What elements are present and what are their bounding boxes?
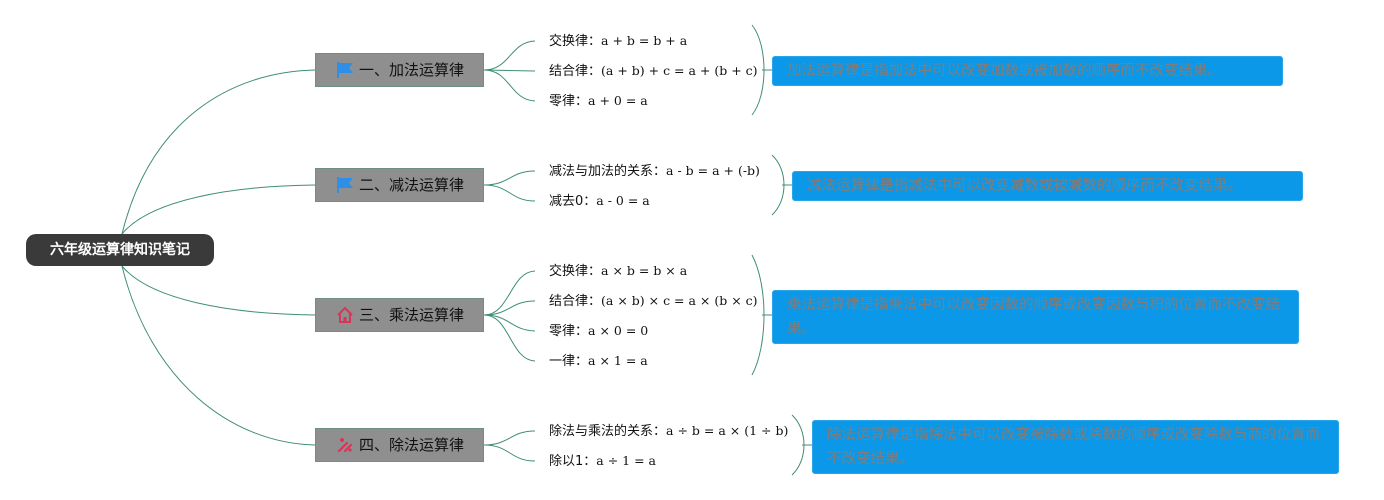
summary-division[interactable]: 除法运算律是指除法中可以改变被除数或除数的顺序或改变除数与商的位置而不改变结果。 — [812, 420, 1339, 474]
leaf-multiplication-zero[interactable]: 零律：a × 0 = 0 — [549, 323, 649, 339]
summary-subtraction[interactable]: 减法运算律是指减法中可以改变减数或被减数的顺序而不改变结果。 — [792, 171, 1303, 201]
branch3-leaf-connector-3 — [483, 314, 536, 332]
formula: (a × b) × c = a × (b × c) — [601, 293, 758, 308]
branch1-leaf-connector-2 — [483, 69, 536, 72]
formula: a - 0 = a — [596, 193, 650, 208]
flag-icon — [335, 175, 355, 195]
formula: a × 0 = 0 — [588, 323, 649, 338]
branch2-leaf-connector-2 — [483, 184, 536, 202]
flag-icon — [335, 60, 355, 80]
formula: (a + b) + c = a + (b + c) — [601, 63, 758, 78]
leaf-multiplication-associative[interactable]: 结合律：(a × b) × c = a × (b × c) — [549, 293, 758, 309]
leaf-addition-associative[interactable]: 结合律：(a + b) + c = a + (b + c) — [549, 63, 758, 79]
branch4-leaf-connector-1 — [483, 430, 536, 446]
home-icon — [335, 305, 355, 325]
leaf-multiplication-commutative[interactable]: 交换律：a × b = b × a — [549, 263, 688, 279]
root-connector-2 — [121, 184, 316, 235]
root-topic-label: 六年级运算律知识笔记 — [50, 242, 190, 258]
leaf-addition-commutative[interactable]: 交换律：a + b = b + a — [549, 33, 688, 49]
branch2-leaf-connector-1 — [483, 170, 536, 186]
root-connector-4 — [121, 265, 316, 446]
branch-topic-addition[interactable]: 一、加法运算律 — [315, 53, 484, 87]
branch3-leaf-connector-4 — [483, 314, 536, 362]
branch-topic-multiplication[interactable]: 三、乘法运算律 — [315, 298, 484, 332]
branch-topic-subtraction[interactable]: 二、减法运算律 — [315, 168, 484, 202]
root-connector-3 — [121, 265, 316, 316]
summary-text: 减法运算律是指减法中可以改变减数或被减数的顺序而不改变结果。 — [807, 178, 1242, 194]
summary-multiplication[interactable]: 乘法运算律是指乘法中可以改变因数的顺序或改变因数与积的位置而不改变结果。 — [772, 290, 1299, 344]
branch4-leaf-connector-2 — [483, 444, 536, 462]
branch-topic-label: 一、加法运算律 — [358, 61, 464, 79]
branch-topic-label: 二、减法运算律 — [358, 176, 464, 194]
formula: a + 0 = a — [588, 93, 648, 108]
branch-topic-division[interactable]: 四、除法运算律 — [315, 428, 484, 462]
formula: a × b = b × a — [601, 263, 688, 278]
tools-icon — [335, 435, 355, 455]
root-connector-1 — [121, 69, 316, 235]
summary-addition[interactable]: 加法运算律是指加法中可以改变加数或被加数的顺序而不改变结果。 — [772, 56, 1283, 86]
branch3-leaf-connector-2 — [483, 300, 536, 316]
branch1-leaf-connector-3 — [483, 69, 536, 102]
branch-topic-label: 三、乘法运算律 — [358, 306, 464, 324]
formula: a + b = b + a — [601, 33, 688, 48]
leaf-division-one[interactable]: 除以1：a ÷ 1 = a — [549, 453, 656, 469]
leaf-addition-zero[interactable]: 零律：a + 0 = a — [549, 93, 648, 109]
summary-text: 除法运算律是指除法中可以改变被除数或除数的顺序或改变除数与商的位置而不改变结果。 — [827, 427, 1320, 467]
summary-text: 加法运算律是指加法中可以改变加数或被加数的顺序而不改变结果。 — [787, 63, 1222, 79]
branch-topic-label: 四、除法运算律 — [358, 436, 464, 454]
branch3-leaf-connector-1 — [483, 270, 536, 316]
leaf-subtraction-relation[interactable]: 减法与加法的关系：a - b = a + (-b) — [549, 163, 760, 179]
leaf-multiplication-one[interactable]: 一律：a × 1 = a — [549, 353, 648, 369]
branch1-leaf-connector-1 — [483, 40, 536, 71]
formula: a ÷ b = a × (1 ÷ b) — [666, 423, 789, 438]
formula: a - b = a + (-b) — [666, 163, 760, 178]
root-topic[interactable]: 六年级运算律知识笔记 — [26, 234, 214, 266]
formula: a ÷ 1 = a — [596, 453, 656, 468]
leaf-division-relation[interactable]: 除法与乘法的关系：a ÷ b = a × (1 ÷ b) — [549, 423, 789, 439]
summary-text: 乘法运算律是指乘法中可以改变因数的顺序或改变因数与积的位置而不改变结果。 — [787, 297, 1280, 337]
leaf-subtraction-zero[interactable]: 减去0：a - 0 = a — [549, 193, 650, 209]
formula: a × 1 = a — [588, 353, 648, 368]
